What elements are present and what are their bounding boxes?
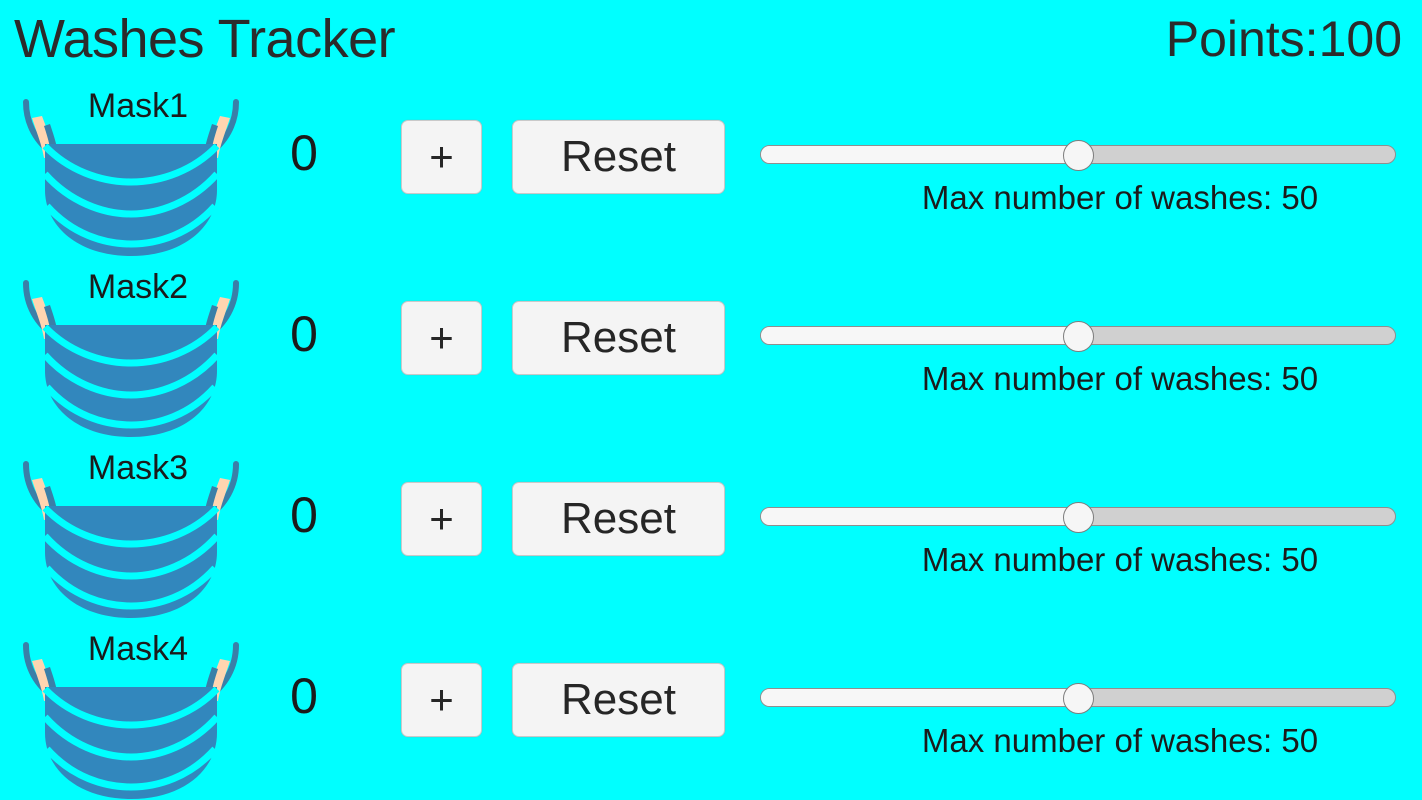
slider-caption: Max number of washes: 50 (921, 179, 1319, 216)
slider-thumb[interactable] (1062, 683, 1094, 714)
mask-icon-block: Mask3 (8, 444, 254, 625)
face-mask-icon (23, 642, 239, 799)
mask-list: Mask1 0 + Reset Max number of washes: 50 (0, 82, 1422, 800)
slider-thumb[interactable] (1062, 321, 1094, 352)
slider-caption: Max number of washes: 50 (921, 722, 1319, 759)
mask-icon-block: Mask2 (8, 263, 254, 444)
face-mask-icon (23, 461, 239, 618)
slider-fill (761, 146, 1078, 163)
slider-caption: Max number of washes: 50 (921, 541, 1319, 578)
max-washes-slider[interactable]: Max number of washes: 50 (760, 82, 1396, 263)
wash-count: 0 (290, 487, 318, 543)
slider-caption: Max number of washes: 50 (921, 360, 1319, 397)
slider-fill (761, 508, 1078, 525)
face-mask-icon (23, 99, 239, 256)
increment-button[interactable]: + (401, 120, 482, 194)
points-display: Points:100 (1165, 11, 1402, 67)
reset-button[interactable]: Reset (512, 301, 725, 375)
page-title: Washes Tracker (14, 9, 396, 69)
slider-fill (761, 327, 1078, 344)
mask-row: Mask1 0 + Reset Max number of washes: 50 (0, 82, 1422, 263)
reset-button[interactable]: Reset (512, 663, 725, 737)
slider-thumb[interactable] (1062, 502, 1094, 533)
max-washes-slider[interactable]: Max number of washes: 50 (760, 444, 1396, 625)
reset-button[interactable]: Reset (512, 120, 725, 194)
increment-button[interactable]: + (401, 301, 482, 375)
mask-label: Mask1 (87, 87, 189, 125)
increment-button[interactable]: + (401, 482, 482, 556)
slider-fill (761, 689, 1078, 706)
slider-thumb[interactable] (1062, 140, 1094, 171)
mask-label: Mask4 (87, 630, 189, 668)
mask-row: Mask4 0 + Reset Max number of washes: 50 (0, 625, 1422, 800)
face-mask-icon (23, 280, 239, 437)
mask-label: Mask2 (87, 268, 189, 306)
mask-label: Mask3 (87, 449, 189, 487)
mask-row: Mask3 0 + Reset Max number of washes: 50 (0, 444, 1422, 625)
wash-count: 0 (290, 306, 318, 362)
mask-row: Mask2 0 + Reset Max number of washes: 50 (0, 263, 1422, 444)
reset-button[interactable]: Reset (512, 482, 725, 556)
max-washes-slider[interactable]: Max number of washes: 50 (760, 263, 1396, 444)
wash-count: 0 (290, 125, 318, 181)
mask-icon-block: Mask1 (8, 82, 254, 263)
app-header: Washes Tracker Points:100 (0, 0, 1422, 82)
max-washes-slider[interactable]: Max number of washes: 50 (760, 625, 1396, 800)
mask-icon-block: Mask4 (8, 625, 254, 800)
wash-count: 0 (290, 668, 318, 724)
increment-button[interactable]: + (401, 663, 482, 737)
